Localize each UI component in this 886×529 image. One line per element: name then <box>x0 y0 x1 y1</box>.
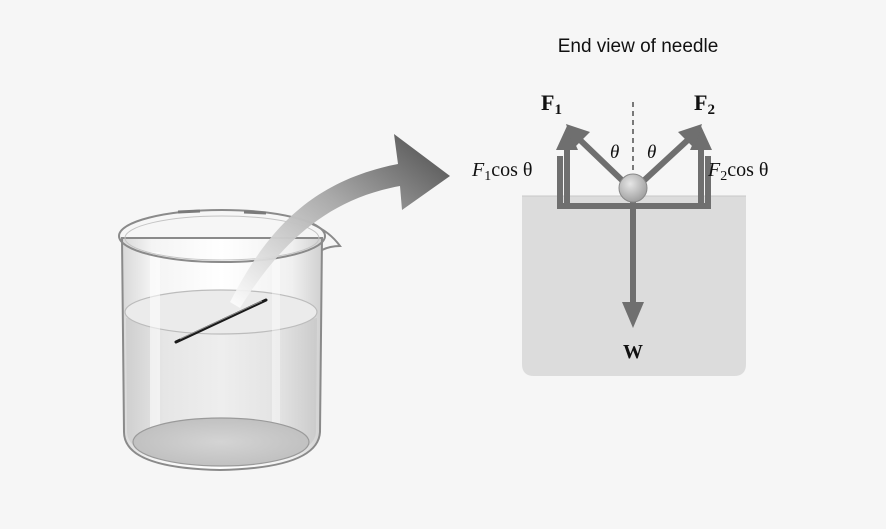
weight-arrow-head <box>622 302 644 328</box>
f1-label: F1 <box>541 90 562 118</box>
needle <box>174 298 268 344</box>
f1-arrow-head <box>566 124 590 148</box>
measure-mark <box>243 210 267 215</box>
needle-cross-section <box>618 173 648 203</box>
f1-arrow-shaft <box>575 135 631 189</box>
glass-highlight <box>150 252 160 442</box>
beaker <box>118 209 342 472</box>
f2-label: F2 <box>694 90 715 118</box>
glass-highlight <box>272 252 280 442</box>
beaker-rim-inner <box>124 215 320 261</box>
end-view-diagram: End view of needle <box>471 36 768 376</box>
beaker-bottom <box>132 417 310 467</box>
theta-right-label: θ <box>647 142 656 163</box>
diagram-title: End view of needle <box>558 36 719 57</box>
f1-cos-label: F1cos θ <box>471 159 532 184</box>
weight-label: W <box>623 341 643 363</box>
beaker-rim <box>118 209 326 263</box>
f2-arrow-head <box>678 124 702 148</box>
measure-mark <box>177 209 201 214</box>
theta-left-label: θ <box>610 142 619 163</box>
beaker-spout <box>311 223 342 251</box>
needle-shine <box>179 300 263 340</box>
f2-cos-label: F2cos θ <box>707 159 768 184</box>
curved-arrow <box>230 134 450 308</box>
f2-cos-arrow-head <box>690 126 712 150</box>
f1-cos-arrow-head <box>556 126 578 150</box>
liquid-surface <box>124 289 318 335</box>
f2-arrow-shaft <box>635 135 693 189</box>
